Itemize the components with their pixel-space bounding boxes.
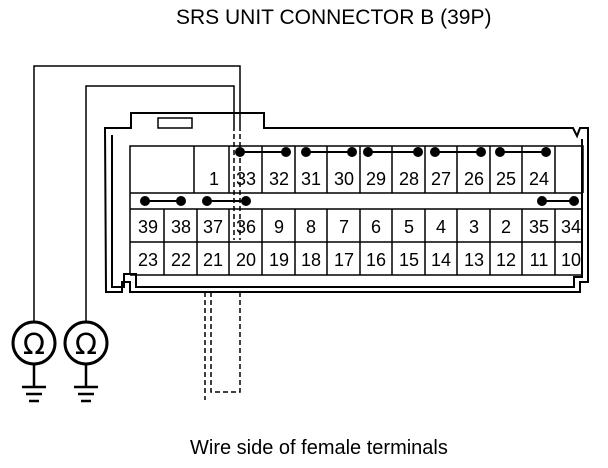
terminal-36-label: 36 (236, 217, 256, 237)
terminal-29-label: 29 (366, 169, 386, 189)
terminal-31-label: 31 (301, 169, 321, 189)
ground-icon (22, 364, 46, 403)
terminal-25-label: 25 (496, 169, 516, 189)
terminal-38-label: 38 (171, 217, 191, 237)
shorting-bar (202, 196, 251, 206)
shorting-bar (140, 196, 186, 206)
terminal-5-label: 5 (404, 217, 414, 237)
terminal-11-label: 11 (530, 250, 549, 270)
shorting-bar (235, 147, 291, 157)
ohmmeter-1: Ω (11, 320, 57, 366)
test-lead-2 (85, 85, 235, 322)
connector-housing (103, 112, 589, 293)
terminal-2-label: 2 (501, 217, 511, 237)
shorting-bars (140, 147, 579, 206)
terminal-9-label: 9 (274, 217, 284, 237)
terminal-8-label: 8 (306, 217, 316, 237)
shorting-bar (495, 147, 551, 157)
terminal-22-label: 22 (171, 250, 191, 270)
diagram-caption: Wire side of female terminals (190, 437, 448, 459)
terminal-26-label: 26 (464, 169, 484, 189)
ohm-icon: Ω (23, 327, 45, 361)
terminal-32-label: 32 (269, 169, 289, 189)
terminal-20-label: 20 (236, 250, 256, 270)
terminal-7-label: 7 (339, 217, 349, 237)
terminal-16-label: 16 (366, 250, 386, 270)
ohmmeter-2: Ω (63, 320, 109, 366)
terminal-3-label: 3 (469, 217, 479, 237)
ground-icon (74, 364, 98, 403)
terminal-19-label: 19 (269, 250, 289, 270)
probe-leads-lower (204, 292, 241, 400)
shorting-bar (301, 147, 357, 157)
terminal-12-label: 12 (496, 250, 516, 270)
terminal-4-label: 4 (436, 217, 446, 237)
terminal-34-label: 34 (561, 217, 581, 237)
ohm-icon: Ω (75, 327, 97, 361)
terminal-30-label: 30 (334, 169, 354, 189)
terminal-33-label: 33 (236, 169, 256, 189)
terminal-1-label: 1 (209, 169, 219, 189)
shorting-bar (537, 196, 579, 206)
diagram-title: SRS UNIT CONNECTOR B (39P) (176, 6, 491, 29)
terminal-24-label: 24 (529, 169, 549, 189)
terminal-14-label: 14 (431, 250, 451, 270)
terminal-13-label: 13 (464, 250, 484, 270)
terminal-10-label: 10 (561, 250, 581, 270)
terminal-21-label: 21 (203, 250, 223, 270)
terminal-grid (130, 146, 583, 276)
terminal-15-label: 15 (399, 250, 419, 270)
terminal-17-label: 17 (334, 250, 354, 270)
terminal-18-label: 18 (301, 250, 321, 270)
shorting-bar (430, 147, 486, 157)
terminal-6-label: 6 (371, 217, 381, 237)
shorting-bar (363, 147, 423, 157)
test-lead-1 (33, 65, 241, 322)
terminal-39-label: 39 (138, 217, 158, 237)
terminal-27-label: 27 (431, 169, 451, 189)
terminal-35-label: 35 (529, 217, 549, 237)
terminal-28-label: 28 (399, 169, 419, 189)
terminal-37-label: 37 (203, 217, 223, 237)
terminal-23-label: 23 (138, 250, 158, 270)
